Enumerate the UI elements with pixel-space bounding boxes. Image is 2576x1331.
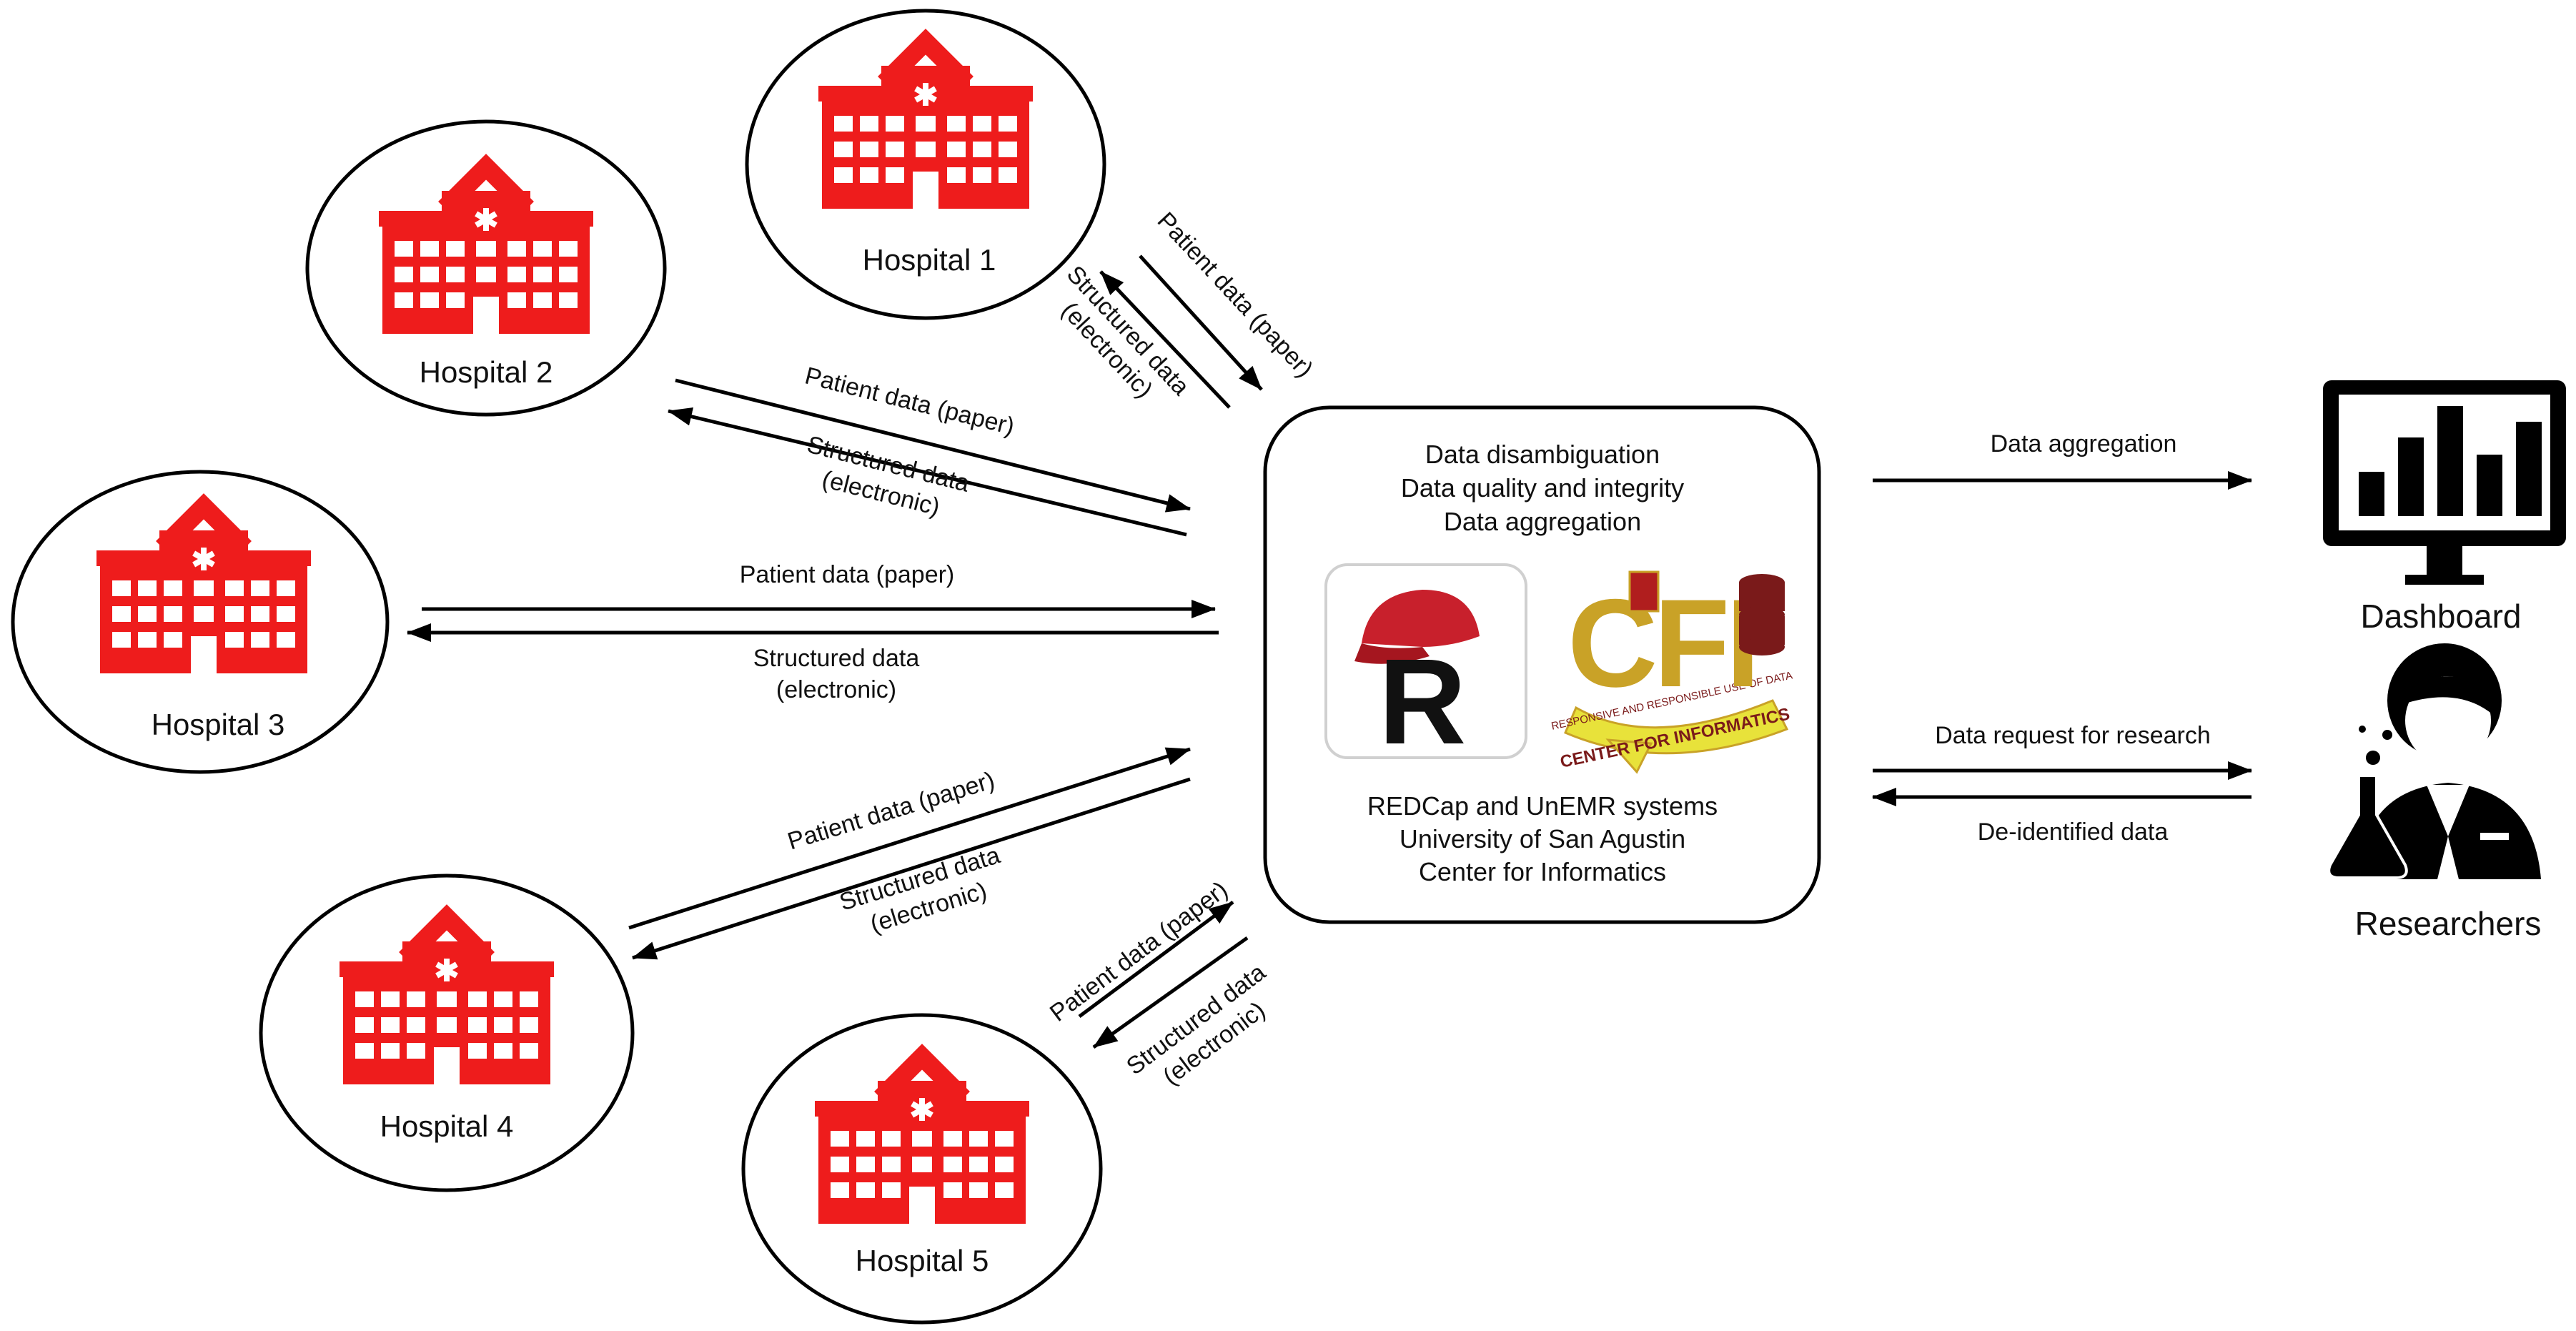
arrow-structured-h2 [668,407,1187,537]
center-system-3: Center for Informatics [1419,857,1666,886]
hospital-4-label: Hospital 4 [380,1109,514,1143]
flow-hospital-3: Patient data (paper) Structured data (el… [407,561,1219,703]
hospital-1-node: Hospital 1 [745,9,1106,320]
arrow-structured-h1 [1099,270,1231,409]
flow-hospital-2: Patient data (paper) Structured data (el… [668,362,1191,537]
scientist-flask-icon [2327,643,2541,879]
hospital-5-node: Hospital 5 [741,1013,1103,1325]
hospital-1-label: Hospital 1 [863,243,996,277]
center-system-2: University of San Agustin [1400,824,1685,853]
hospital-2-node: Hospital 2 [305,119,667,417]
dashboard-node: Dashboard [2323,380,2566,635]
arrow-structured-h4 [632,777,1191,960]
label-paper-h4: Patient data (paper) [785,766,999,855]
arrow-structured-h5 [1092,936,1249,1049]
hospital-3-label: Hospital 3 [152,708,285,741]
arrow-paper-h2 [675,378,1191,513]
flow-hospital-5: Patient data (paper) Structured data (el… [1045,876,1271,1091]
hospital-5-label: Hospital 5 [856,1244,989,1277]
arrow-paper-h1 [1139,254,1263,391]
redcap-letter: R [1379,634,1467,770]
hospital-3-node: Hospital 3 [11,470,390,774]
center-node: Data disambiguation Data quality and int… [1263,405,1821,924]
researchers-label: Researchers [2355,905,2542,942]
label-paper-h3: Patient data (paper) [740,561,955,588]
center-function-1: Data disambiguation [1425,440,1660,469]
label-structured-h3-l2: (electronic) [776,676,896,703]
center-function-3: Data aggregation [1444,507,1641,536]
monitor-bar-chart-icon [2323,380,2566,585]
arrow-paper-h4 [628,747,1191,930]
arrow-paper-h5 [1078,900,1234,1019]
hospital-4-node: Hospital 4 [259,874,635,1192]
label-request: Data request for research [1935,722,2211,749]
label-structured-h3-l1: Structured data [753,645,920,672]
label-aggregation: Data aggregation [1991,430,2177,457]
redcap-logo: R [1324,563,1527,770]
flow-dashboard: Data aggregation [1873,430,2252,490]
center-system-1: REDCap and UnEMR systems [1367,791,1718,821]
label-deidentified: De-identified data [1978,818,2169,846]
dashboard-label: Dashboard [2360,598,2521,635]
center-function-2: Data quality and integrity [1401,473,1684,503]
flow-researchers: Data request for research De-identified … [1872,722,2252,846]
hospital-2-label: Hospital 2 [420,355,553,389]
cfi-letters: CFI [1567,574,1756,713]
label-paper-h2: Patient data (paper) [802,362,1017,441]
researchers-node: Researchers [2327,643,2542,942]
flow-hospital-4: Patient data (paper) Structured data (el… [628,747,1191,960]
